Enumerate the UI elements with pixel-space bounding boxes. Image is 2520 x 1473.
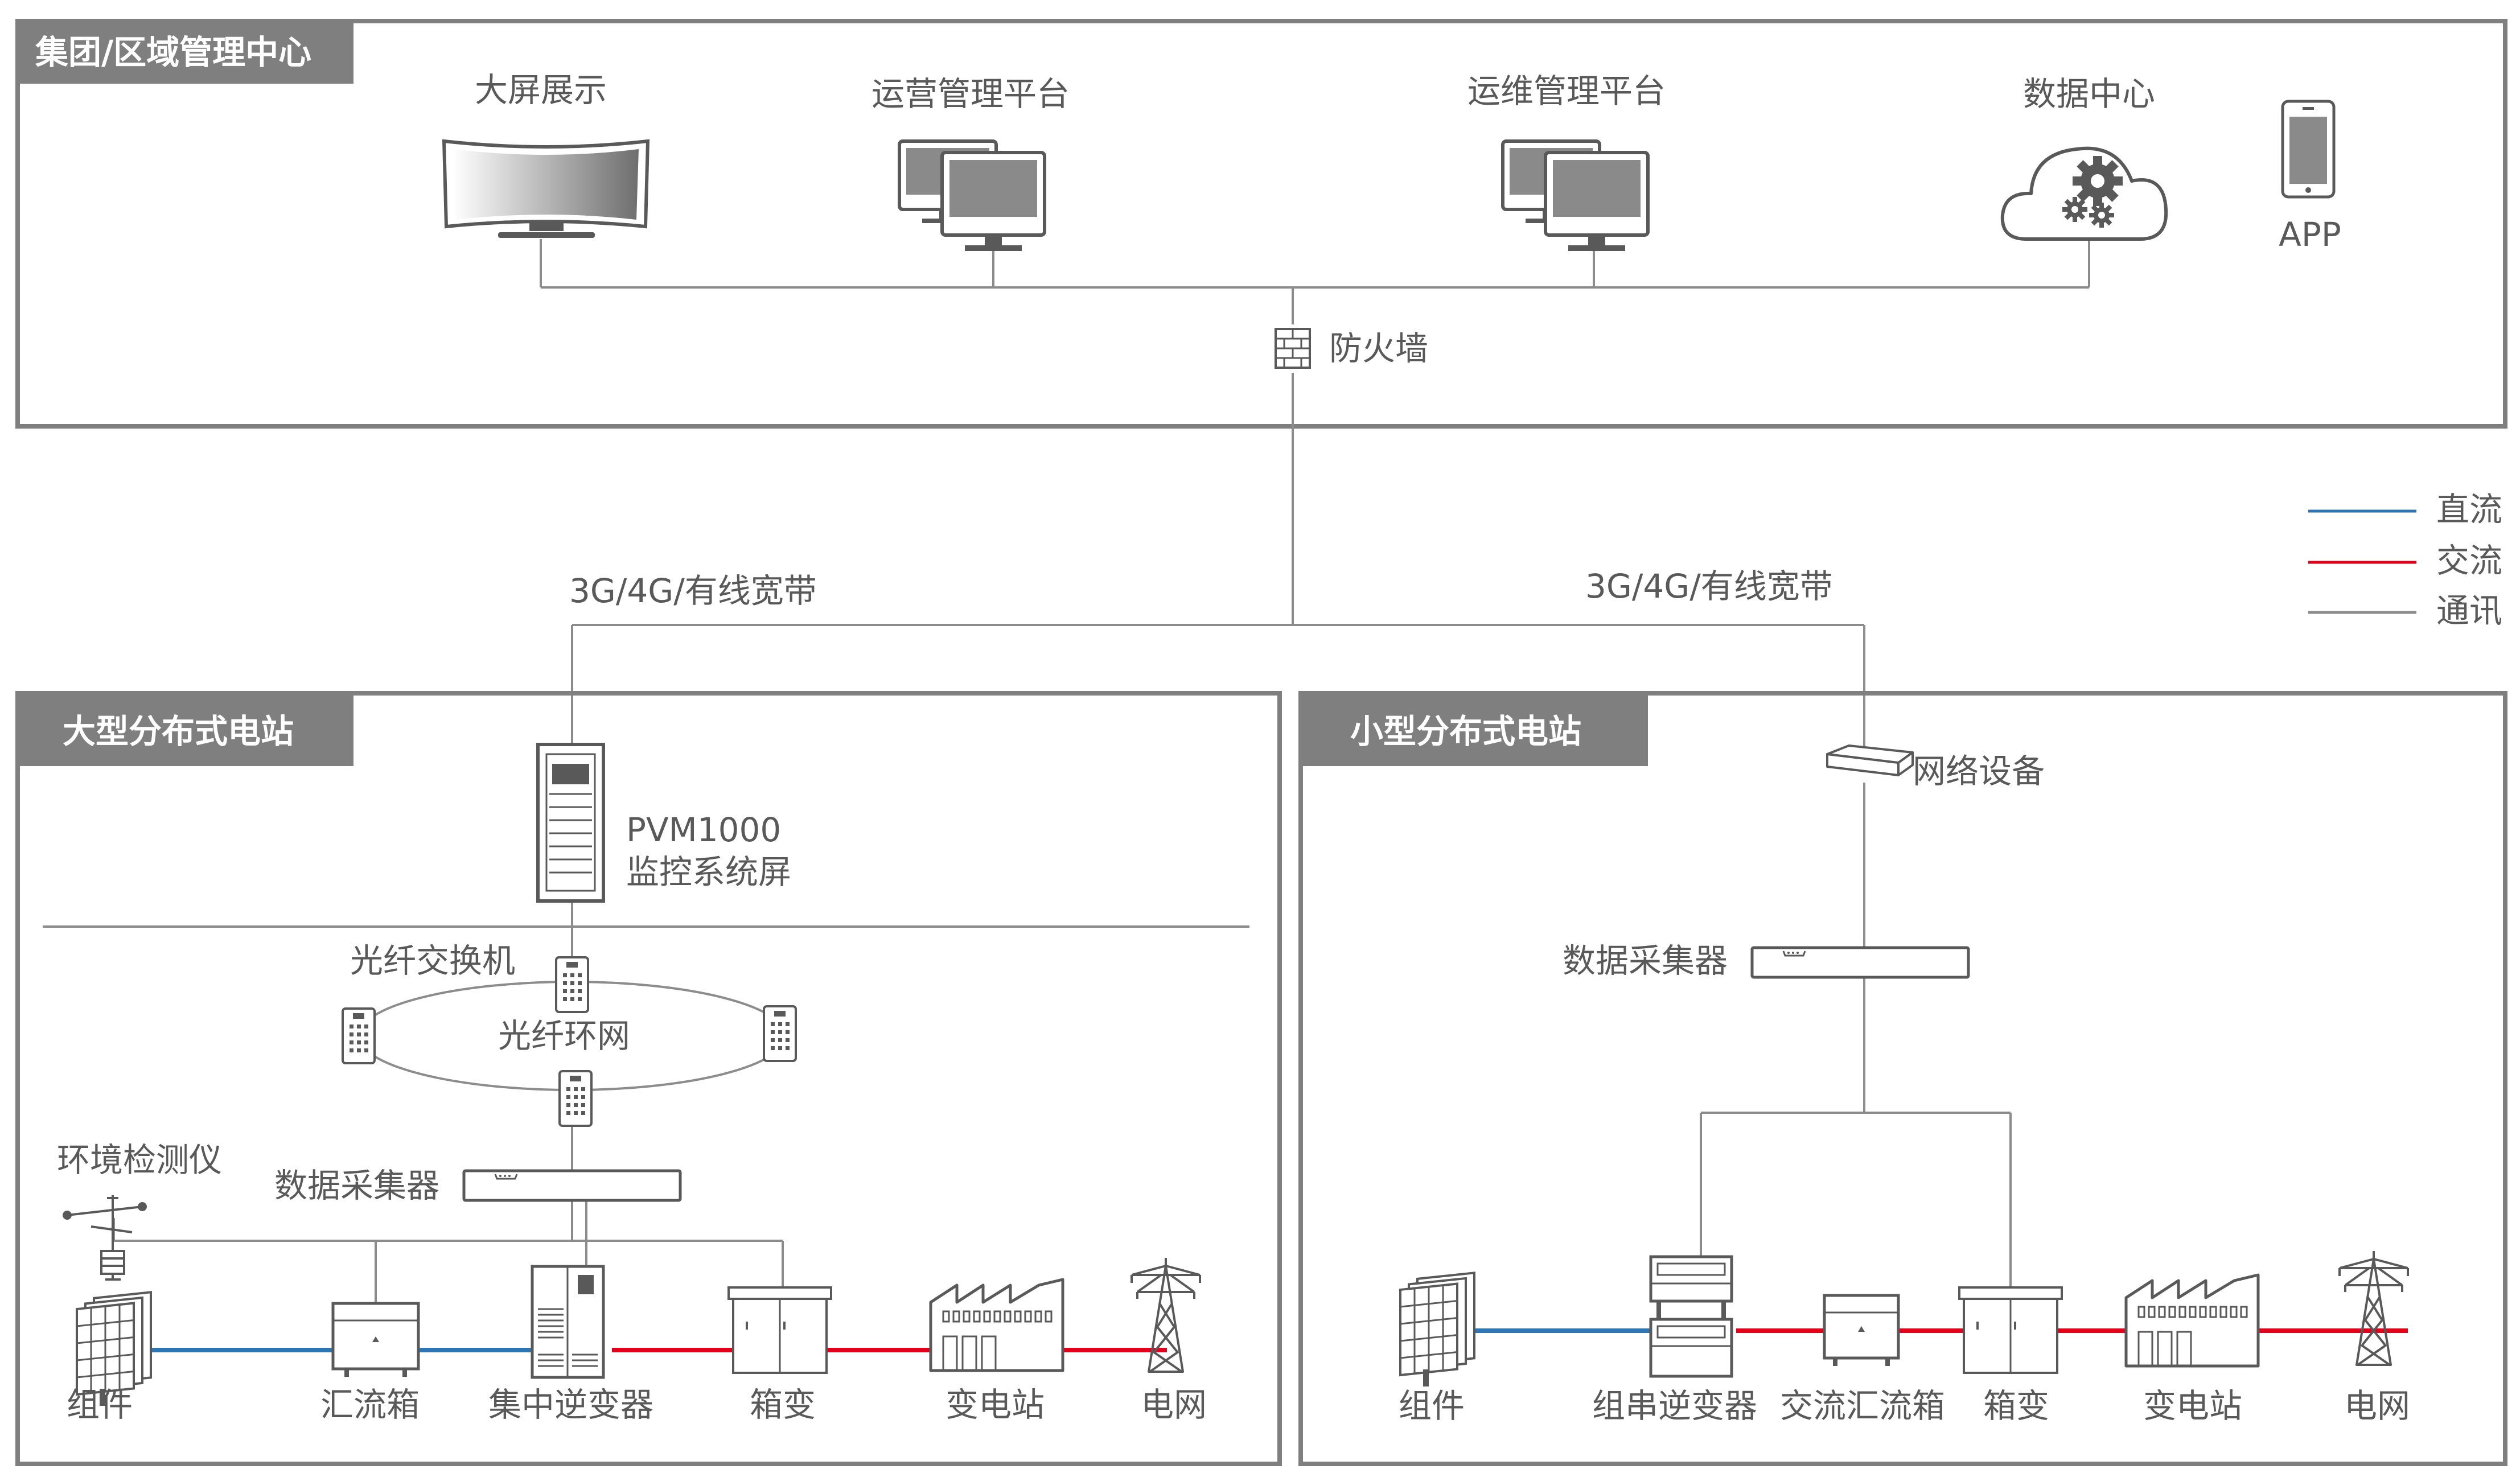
firewall-icon — [1275, 328, 1311, 369]
small-pv-label: 组件 — [1399, 1386, 1465, 1425]
big-screen-icon — [442, 139, 650, 238]
top-section-tab — [18, 21, 353, 84]
legend: 直流 交流 通讯 — [2308, 490, 2502, 630]
large-station-title: 大型分布式电站 — [63, 712, 294, 751]
large-station-tab — [18, 693, 353, 766]
network-device-label: 网络设备 — [1913, 752, 2045, 791]
small-data-collector-label: 数据采集器 — [1563, 941, 1728, 980]
large-data-collector-icon — [464, 1171, 680, 1200]
small-pv-modules-icon — [1399, 1272, 1475, 1388]
small-station-title: 小型分布式电站 — [1350, 712, 1581, 751]
small-station-frame — [1298, 691, 2507, 1466]
small-box-transformer-icon — [1958, 1286, 2063, 1374]
big-screen-label: 大屏展示 — [475, 71, 607, 109]
ops-platform-label: 运营管理平台 — [871, 75, 1070, 113]
small-data-collector-icon — [1752, 948, 1968, 977]
central-inverter-icon — [531, 1265, 605, 1379]
fiber-switch-right — [763, 1005, 797, 1062]
link-left-label: 3G/4G/有线宽带 — [569, 571, 817, 610]
pvm1000-model-label: PVM1000 — [626, 810, 781, 849]
fiber-switch-top — [555, 956, 589, 1013]
top-section-title: 集团/区域管理中心 — [35, 33, 311, 72]
small-grid-label: 电网 — [2344, 1386, 2410, 1425]
large-box-transformer-label: 箱变 — [750, 1385, 816, 1424]
om-platform-label: 运维管理平台 — [1467, 72, 1666, 110]
app-label: APP — [2279, 215, 2341, 254]
fiber-switch-left — [342, 1007, 376, 1064]
pvm1000-cabinet-icon — [536, 743, 605, 903]
fiber-ring-label: 光纤环网 — [498, 1017, 630, 1055]
legend-comm-label: 通讯 — [2436, 591, 2502, 630]
string-inverter-label: 组串逆变器 — [1592, 1386, 1757, 1425]
small-station-tab — [1301, 693, 1648, 766]
small-substation-icon — [2126, 1275, 2258, 1366]
fiber-switch-bottom — [558, 1070, 593, 1127]
data-center-label: 数据中心 — [2023, 75, 2155, 113]
small-comm-lines — [1700, 746, 2012, 1287]
legend-ac-label: 交流 — [2436, 541, 2502, 580]
env-monitor-label: 环境检测仪 — [57, 1141, 222, 1179]
large-box-transformer-icon — [727, 1286, 832, 1374]
small-substation-label: 变电站 — [2143, 1386, 2242, 1425]
large-comm-lines — [43, 902, 1249, 1303]
combiner-box-icon — [331, 1302, 420, 1377]
om-platform-icon — [1503, 141, 1648, 251]
large-grid-tower-icon — [1130, 1257, 1201, 1373]
small-grid-tower-icon — [2338, 1250, 2409, 1366]
ops-platform-icon — [899, 141, 1045, 251]
link-right-label: 3G/4G/有线宽带 — [1585, 567, 1833, 606]
network-device-icon — [1826, 744, 1914, 776]
large-substation-icon — [931, 1279, 1063, 1371]
data-center-icon — [2000, 146, 2168, 241]
firewall-label: 防火墙 — [1329, 329, 1428, 368]
large-data-collector-label: 数据采集器 — [274, 1166, 439, 1205]
top-section-frame — [15, 19, 2507, 429]
large-grid-label: 电网 — [1141, 1385, 1207, 1424]
top-comm-lines — [540, 239, 2090, 746]
string-inverter-icon — [1649, 1255, 1733, 1378]
combiner-label: 汇流箱 — [320, 1385, 420, 1424]
large-station-frame — [15, 691, 1282, 1466]
ac-combiner-icon — [1823, 1294, 1900, 1366]
large-pv-label: 组件 — [67, 1385, 133, 1424]
pvm1000-name-label: 监控系统屏 — [626, 853, 791, 891]
central-inverter-label: 集中逆变器 — [488, 1385, 653, 1424]
app-phone-icon — [2281, 100, 2336, 199]
fiber-switch-label: 光纤交换机 — [350, 941, 515, 980]
env-monitor-icon — [63, 1195, 147, 1281]
legend-dc-label: 直流 — [2436, 490, 2502, 529]
large-substation-label: 变电站 — [945, 1385, 1045, 1424]
ac-combiner-label: 交流汇流箱 — [1780, 1386, 1945, 1425]
small-box-transformer-label: 箱变 — [1983, 1386, 2049, 1425]
